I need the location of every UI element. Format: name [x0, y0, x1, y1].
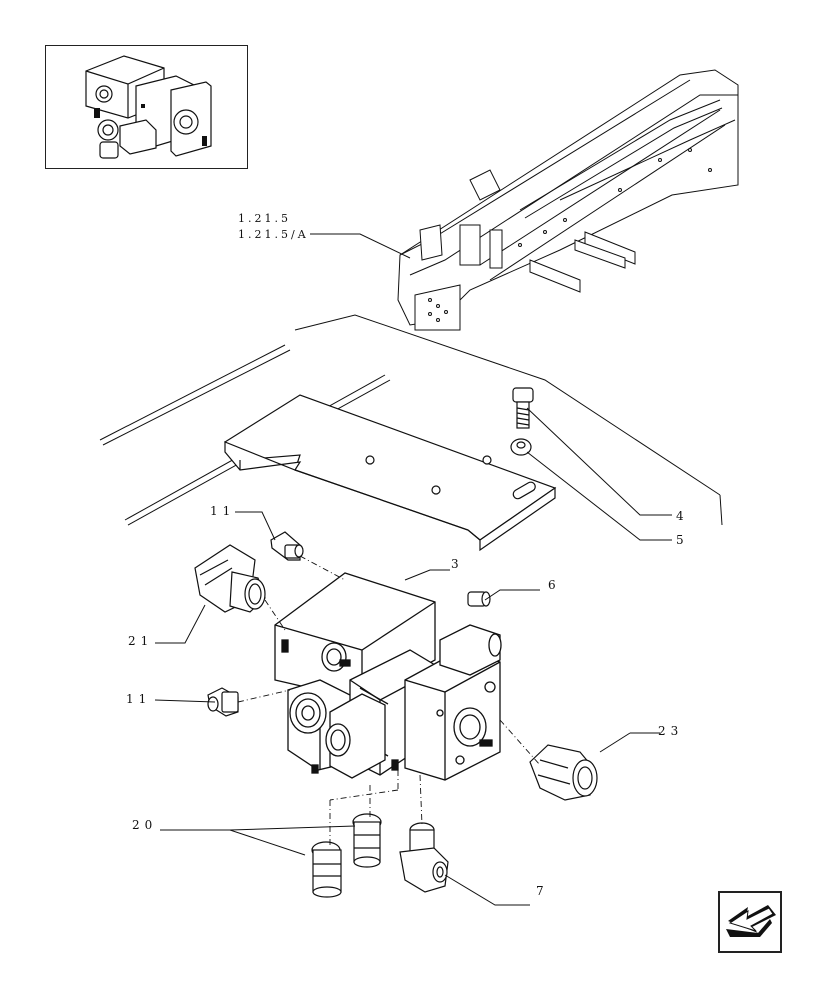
callout-11-middle: 11 — [126, 692, 152, 706]
part-fitting-23 — [529, 744, 598, 801]
part-washer — [510, 438, 532, 456]
center-lines — [237, 555, 541, 845]
reference-2[interactable]: 1.21.5/A — [238, 228, 309, 241]
callout-6: 6 — [548, 578, 561, 592]
callout-20: 20 — [132, 818, 158, 832]
assembly-thumbnail — [45, 45, 248, 169]
part-fitting-11-top — [270, 531, 304, 561]
previous-page-button[interactable] — [718, 891, 782, 953]
tractor-frame — [397, 69, 739, 331]
reference-1[interactable]: 1.21.5 — [238, 212, 291, 225]
part-elbow-fitting-21 — [194, 544, 266, 613]
part-plug-6 — [467, 591, 491, 607]
part-valve-block — [274, 572, 502, 781]
leader-lines — [154, 233, 672, 906]
callout-3: 3 — [451, 557, 464, 571]
callout-7: 7 — [536, 884, 549, 898]
callout-21: 21 — [128, 634, 154, 648]
mounting-plate — [224, 394, 557, 552]
previous-page-arrow-icon — [726, 905, 776, 937]
part-bolt — [512, 387, 534, 429]
part-fitting-11-middle — [207, 687, 239, 717]
callout-23: 23 — [658, 724, 684, 738]
callout-11-top: 11 — [210, 504, 236, 518]
thumbnail-drawing — [85, 55, 212, 159]
callout-4: 4 — [676, 509, 689, 523]
part-fitting-20-a — [352, 813, 382, 868]
callout-5: 5 — [676, 533, 689, 547]
part-fitting-20-b — [311, 841, 342, 898]
part-elbow-fitting-7 — [399, 822, 449, 893]
